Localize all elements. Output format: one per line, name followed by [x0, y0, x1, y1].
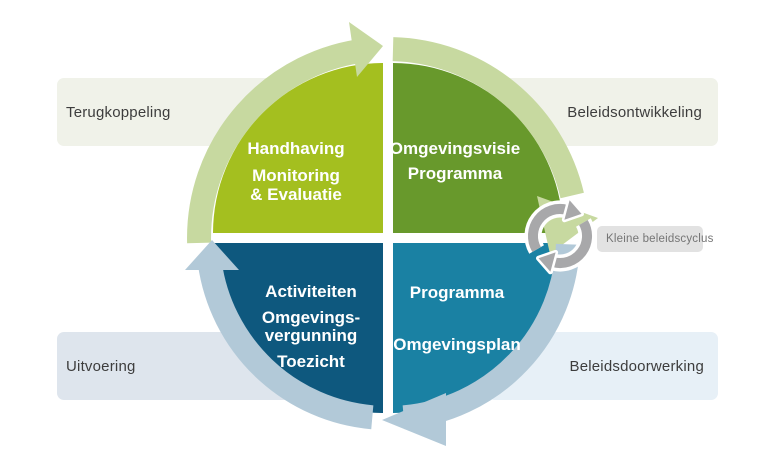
- cycle-arrow-arc-top-right: [392, 37, 584, 199]
- label-kleine-beleidscyclus: Kleine beleidscyclus: [606, 233, 714, 245]
- cycle-arrowhead-top: [349, 22, 383, 77]
- small-cycle-icon-arrowhead-top: [561, 197, 584, 223]
- quadrant-line: Programma: [407, 164, 503, 183]
- quadrant-line: Toezicht: [277, 352, 345, 371]
- small-cycle-icon-arrowhead-bottom: [536, 249, 559, 275]
- quadrant-line: Activiteiten: [265, 282, 357, 301]
- label-box-kleine-beleidscyclus: [597, 226, 703, 252]
- quadrant-line: vergunning: [264, 326, 358, 345]
- quadrant-text-top-right: Omgevingsvisie Programma: [375, 139, 535, 183]
- quadrant-line: Omgevingsplan: [393, 335, 521, 354]
- quadrant-text-bottom-right: Programma Omgevingsplan: [377, 283, 537, 354]
- quadrant-top-right: [393, 63, 563, 233]
- small-cycle-icon-arc-top: [528, 204, 569, 253]
- cycle-arrowhead-bottom: [382, 393, 446, 446]
- label-beleidsdoorwerking: Beleidsdoorwerking: [569, 357, 704, 375]
- quadrant-text-top-left: Handhaving Monitoring & Evaluatie: [216, 139, 376, 204]
- cycle-arrow-arc-bottom-left: [197, 261, 374, 430]
- quadrant-line: Handhaving: [247, 139, 345, 158]
- quadrant-line: Omgevings-: [261, 308, 361, 327]
- quadrant-line: Omgevingsvisie: [389, 139, 521, 158]
- quadrant-bottom-right: [393, 243, 563, 413]
- quadrant-line: Monitoring: [252, 166, 340, 185]
- label-uitvoering: Uitvoering: [66, 357, 136, 375]
- quadrant-line: Programma: [409, 283, 505, 302]
- small-cycle-icon-arc-bottom: [551, 219, 592, 268]
- quadrant-top-left: [213, 63, 383, 233]
- cycle-arrow-arc-top-left: [187, 38, 370, 244]
- quadrant-bottom-left: [213, 243, 383, 413]
- quadrant-text-bottom-left: Activiteiten Omgevings- vergunning Toezi…: [231, 283, 391, 371]
- label-beleidsontwikkeling: Beleidsontwikkeling: [567, 103, 702, 121]
- quadrant-line: & Evaluatie: [250, 185, 342, 204]
- label-terugkoppeling: Terugkoppeling: [66, 103, 171, 121]
- small-cycle-icon: [524, 197, 596, 275]
- cycle-arrowhead-left: [185, 240, 239, 270]
- label-box-beleidsdoorwerking: [488, 332, 718, 400]
